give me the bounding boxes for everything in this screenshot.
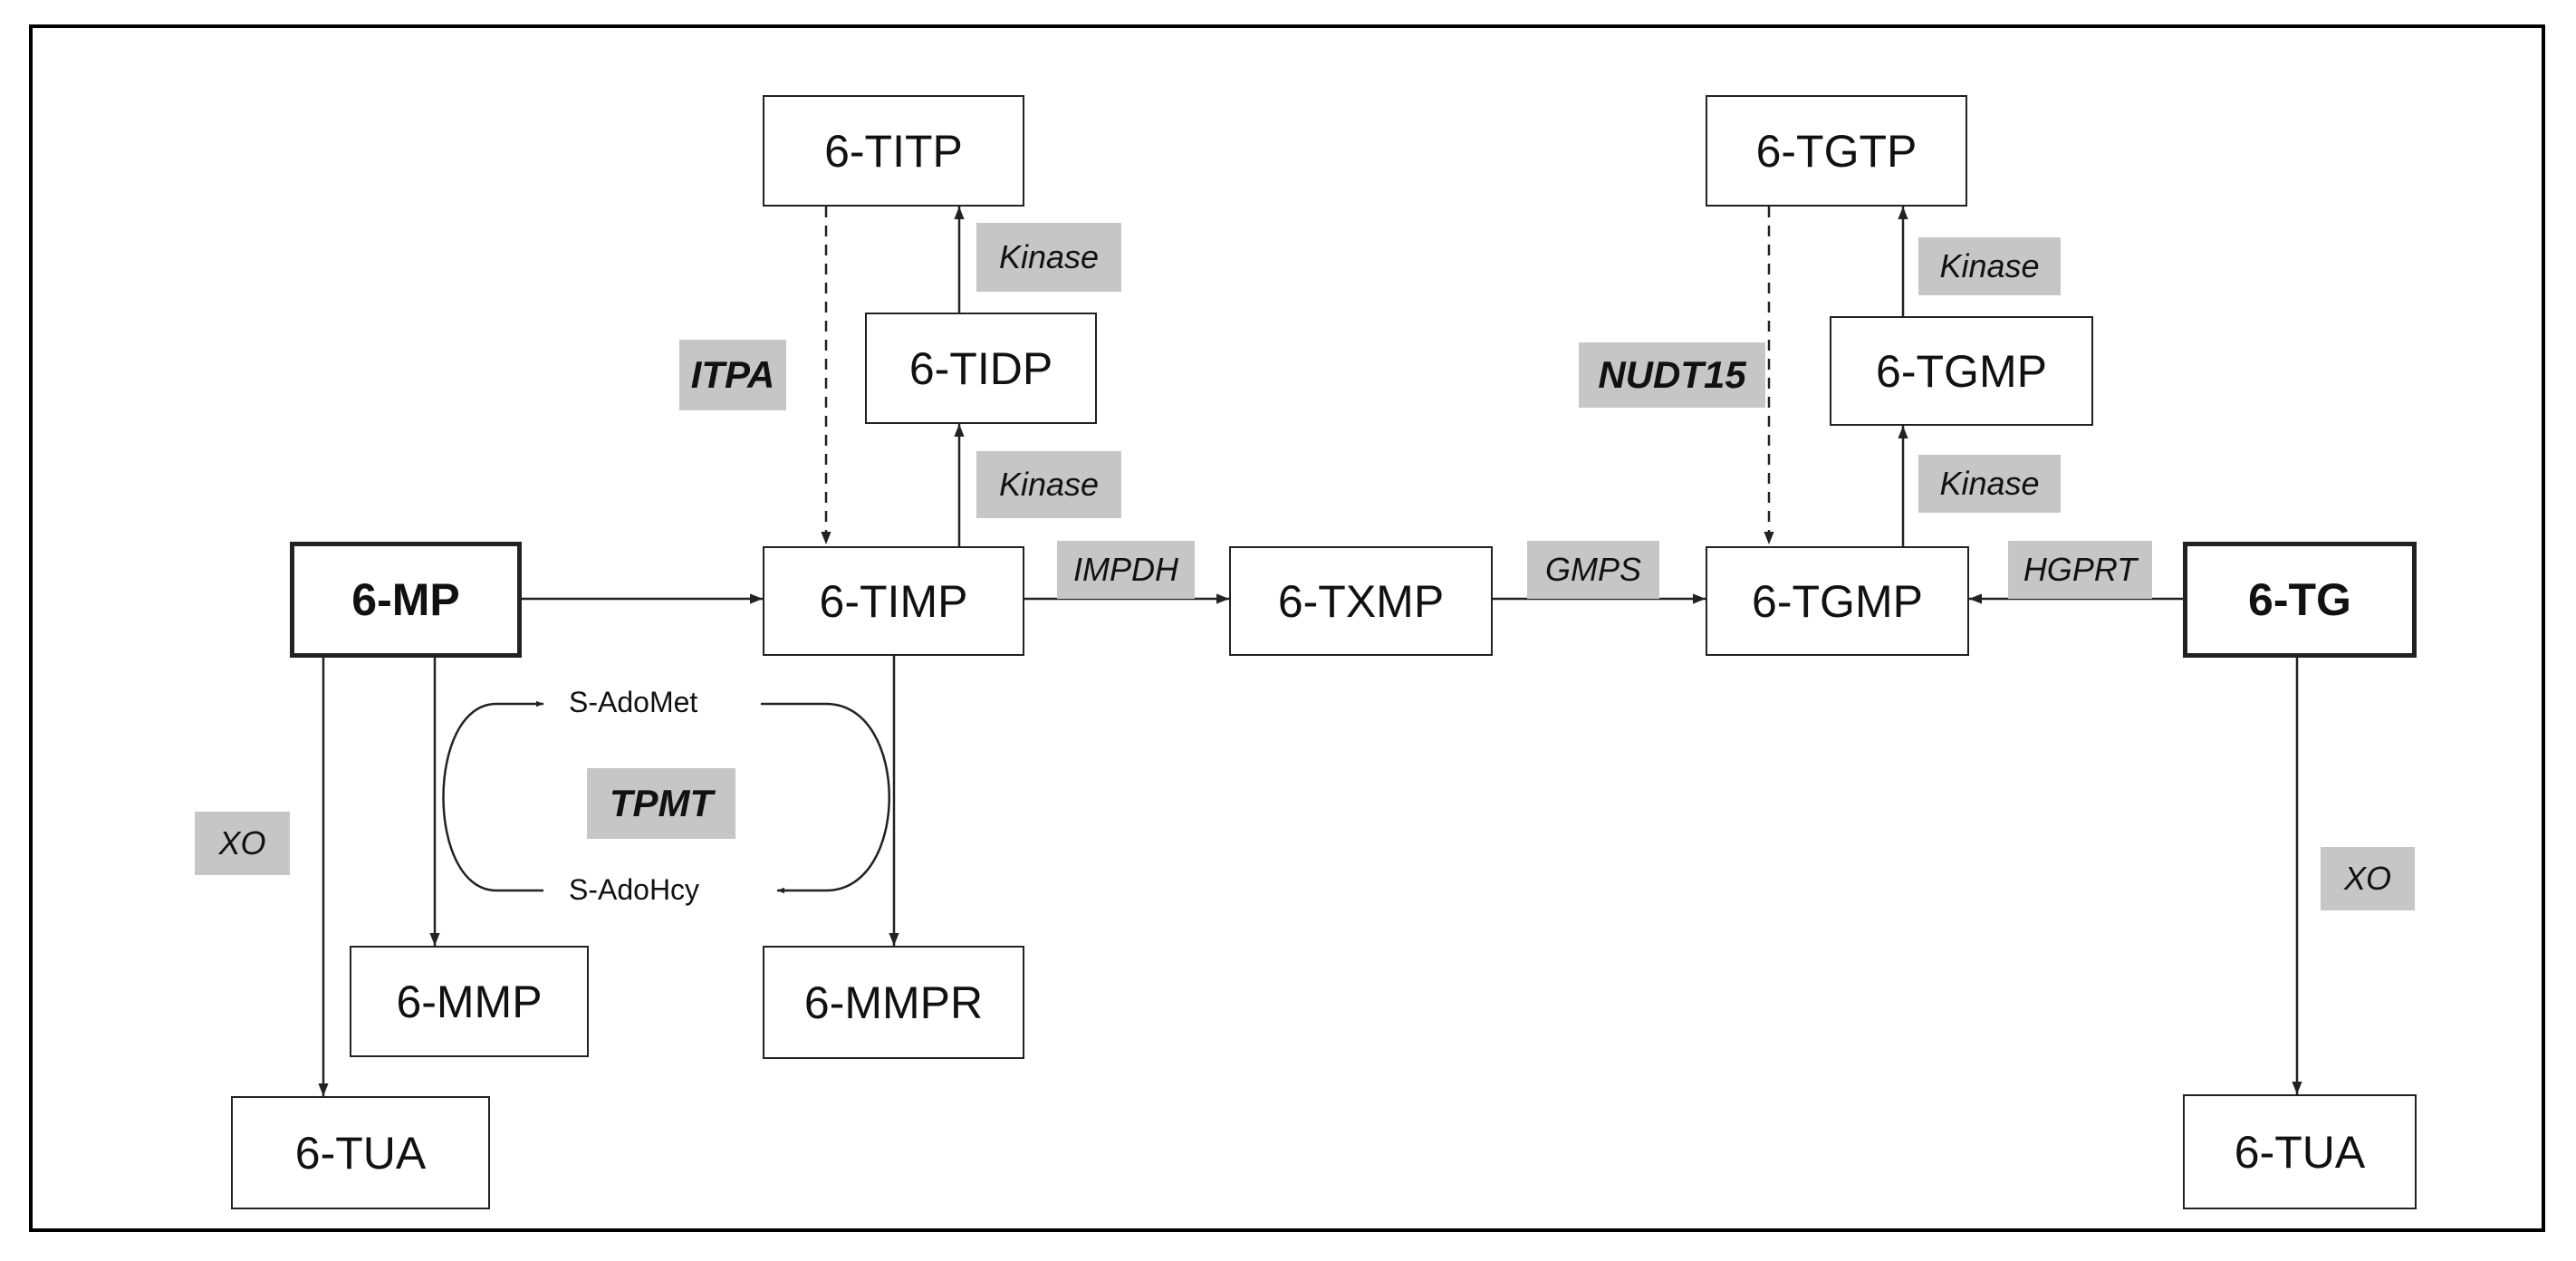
cofactor-s-adomet: S-AdoMet	[569, 686, 698, 718]
arc-sadohcy-to-sadomet	[442, 700, 543, 892]
enzyme-kinase-titp: Kinase	[976, 223, 1121, 292]
node-6-tgmp: 6-TGMP	[1706, 546, 1969, 656]
enzyme-gmps: GMPS	[1527, 541, 1659, 599]
arc-sadomet-to-sadohcy	[761, 702, 890, 894]
enzyme-hgprt: HGPRT	[2008, 541, 2152, 599]
enzyme-impdh: IMPDH	[1057, 541, 1195, 599]
node-6-tgmp-upper: 6-TGMP	[1830, 316, 2093, 426]
enzyme-nudt15: NUDT15	[1579, 342, 1765, 408]
enzyme-kinase-tidp: Kinase	[976, 451, 1121, 518]
enzyme-tpmt: TPMT	[587, 768, 735, 839]
enzyme-xo-right: XO	[2321, 847, 2415, 910]
node-6-tgtp: 6-TGTP	[1706, 95, 1967, 207]
node-6-tua-left: 6-TUA	[231, 1096, 490, 1209]
node-6-tua-right: 6-TUA	[2183, 1094, 2417, 1209]
node-6-tg: 6-TG	[2183, 542, 2417, 658]
enzyme-kinase-tgmp: Kinase	[1918, 455, 2061, 513]
enzyme-itpa: ITPA	[679, 340, 786, 410]
enzyme-xo-left: XO	[195, 812, 290, 875]
node-6-mmp: 6-MMP	[350, 946, 589, 1057]
enzyme-kinase-tgtp: Kinase	[1918, 237, 2061, 295]
node-6-titp: 6-TITP	[763, 95, 1024, 207]
node-6-mmpr: 6-MMPR	[763, 946, 1024, 1059]
node-6-mp: 6-MP	[290, 542, 522, 658]
node-6-txmp: 6-TXMP	[1229, 546, 1493, 656]
node-6-tidp: 6-TIDP	[865, 313, 1097, 424]
cofactor-s-adohcy: S-AdoHcy	[569, 873, 700, 906]
node-6-timp: 6-TIMP	[763, 546, 1024, 656]
figure-frame	[29, 24, 2545, 1232]
